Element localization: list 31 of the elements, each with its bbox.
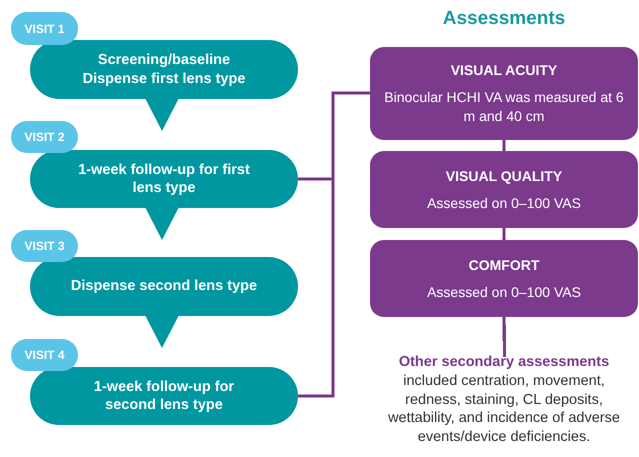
connector-line [502,317,506,357]
pointer-arrow [145,98,179,131]
section-title: Assessments [442,8,566,30]
connector-line [502,228,506,240]
note-heading: Other secondary assessments [398,352,610,372]
assessment-box [370,240,638,317]
note-text: included centration, movement, redness, staining, CL deposits, wettability, and incidence of adverse events/device deficiencies. [387,372,621,448]
assessment-text: Binocular HCHI VA was measured at 6 m and 40 cm [383,88,625,126]
step-text: Dispense second lens type [70,277,258,296]
assessment-text: Assessed on 0–100 VAS [427,194,581,212]
visit-label: VISIT 4 [24,348,64,362]
assessment-heading: VISUAL ACUITY [450,61,558,80]
visit-label: VISIT 1 [24,22,64,36]
visit-badge [11,339,78,371]
assessment-box [370,151,638,228]
assessment-box [370,47,638,140]
connector-line [502,140,506,151]
step-text: 1-week follow-up for second lens type [92,378,236,414]
assessment-heading: COMFORT [468,256,540,274]
visit-badge [11,12,78,45]
visit-label: VISIT 2 [24,130,64,144]
connector-line [298,92,370,398]
assessment-text: Assessed on 0–100 VAS [427,282,581,302]
visit-badge [11,121,78,153]
pointer-arrow [145,315,179,348]
step-text: Screening/baseline Dispense first lens type [82,51,246,88]
step-text: 1-week follow-up for first lens type [77,160,251,198]
visit-label: VISIT 3 [24,239,64,253]
assessment-heading: VISUAL QUALITY [446,166,562,186]
visit-badge [11,230,78,262]
pointer-arrow [145,207,179,240]
